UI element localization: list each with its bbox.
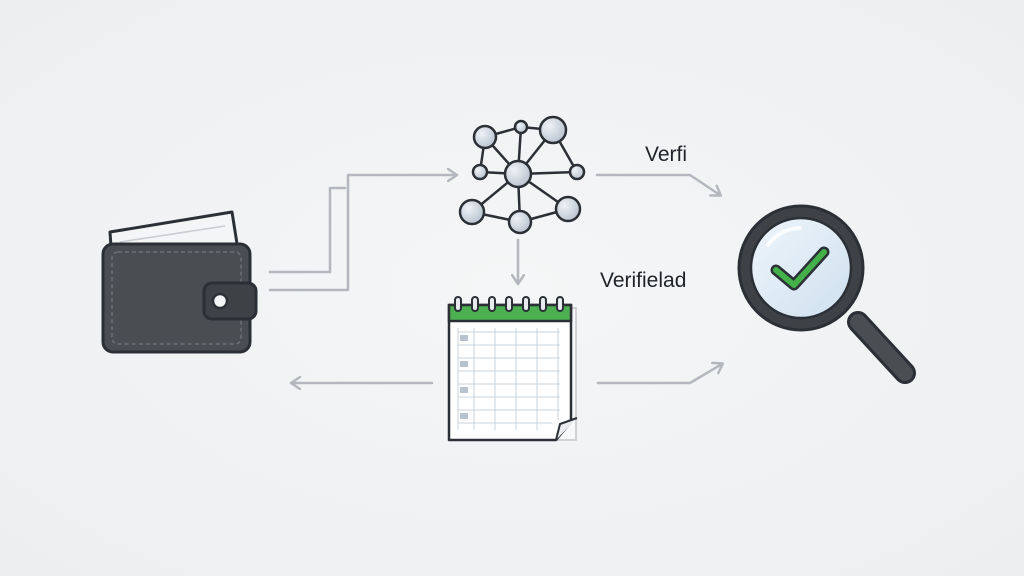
network-node [458,198,486,226]
label-verfi: Verfi [645,143,688,166]
network-node [513,119,529,135]
wallet-icon [101,210,258,354]
arrow-sheet-to-magnifier [596,364,722,385]
arrow-wallet-to-network-outer [268,175,456,292]
network-node [538,115,568,145]
network-node [503,159,533,189]
label-verifielad: Verifielad [600,269,687,292]
spreadsheet-calendar-icon [447,296,578,442]
network-node [472,124,498,150]
network-node [568,163,586,181]
network-graph-icon [458,115,586,235]
arrow-network-to-magnifier [595,173,720,195]
magnifier-check-icon [737,204,916,384]
arrow-wallet-to-network [268,186,347,274]
network-node [471,163,489,181]
network-node [554,195,582,223]
connectors [268,173,722,385]
network-node [507,209,533,235]
